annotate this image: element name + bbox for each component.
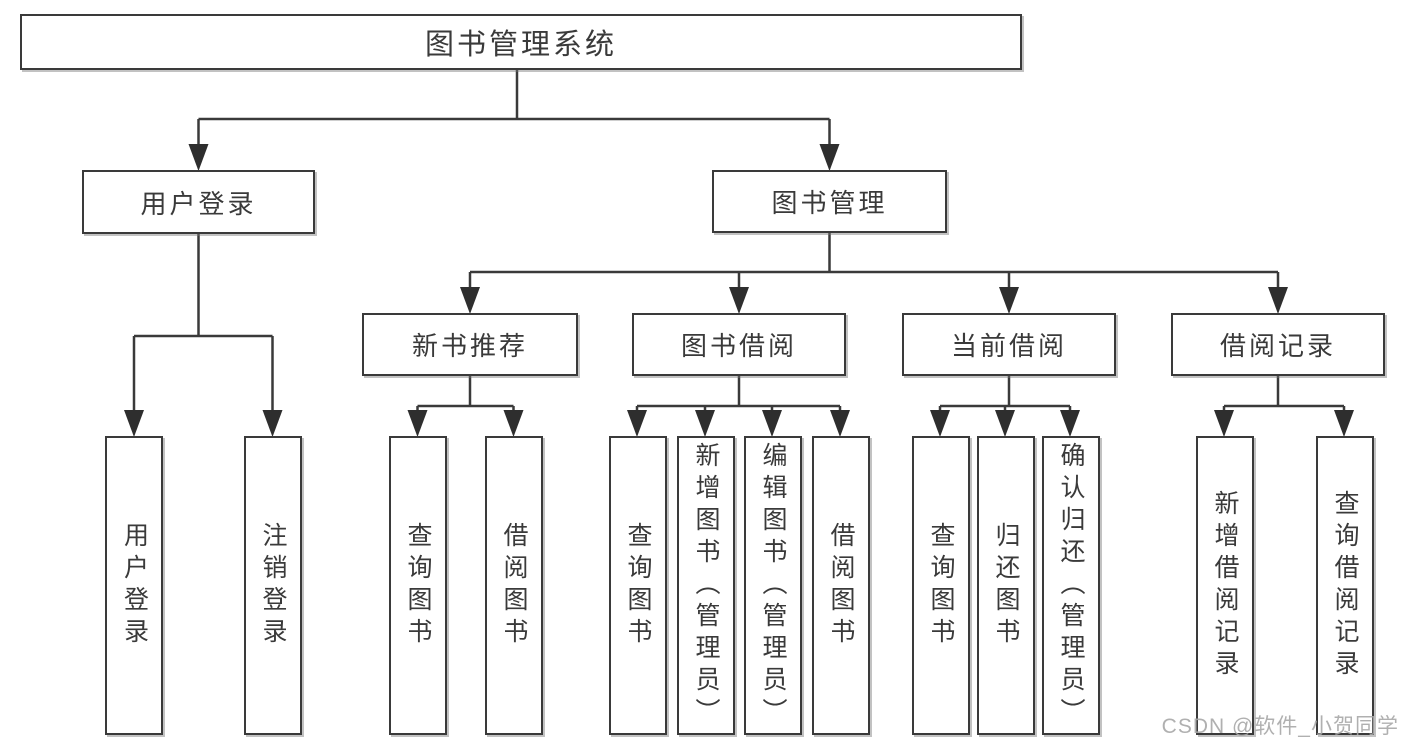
arrowhead-icon (819, 144, 840, 171)
node-new-book-rec: 新书推荐 (362, 313, 578, 376)
node-book-borrow: 图书借阅 (632, 313, 846, 376)
arrowhead-icon (1334, 410, 1354, 437)
arrowhead-icon (627, 410, 647, 437)
leaf-bb-add-book: 新增图书（管理员） (676, 436, 735, 735)
leaf-bb-edit-book-label: 编辑图书（管理员） (759, 441, 787, 730)
leaf-bb-borrow-book-label: 借阅图书 (827, 521, 855, 650)
leaf-logout-label: 注销登录 (259, 521, 287, 650)
arrowhead-icon (1268, 287, 1288, 314)
leaf-user-login-label: 用户登录 (120, 521, 149, 650)
node-new-book-rec-label: 新书推荐 (411, 331, 528, 361)
arrowhead-icon (460, 287, 480, 314)
leaf-cb-return-book-label: 归还图书 (992, 521, 1020, 650)
arrowhead-icon (503, 410, 524, 437)
leaf-br-add-record-label: 新增借阅记录 (1211, 489, 1239, 682)
leaf-rec-borrow-book: 借阅图书 (484, 436, 543, 735)
leaf-br-query-record: 查询借阅记录 (1315, 436, 1374, 735)
node-user-login: 用户登录 (82, 170, 315, 234)
leaf-br-add-record: 新增借阅记录 (1195, 436, 1254, 735)
node-root-label: 图书管理系统 (424, 29, 617, 61)
arrowhead-icon (188, 144, 209, 171)
node-borrow-records-label: 借阅记录 (1219, 331, 1336, 361)
leaf-br-query-record-label: 查询借阅记录 (1331, 489, 1359, 682)
node-book-mgmt: 图书管理 (712, 170, 947, 233)
leaf-cb-confirm-label: 确认归还（管理员） (1057, 441, 1085, 730)
arrowhead-icon (1060, 410, 1080, 437)
arrowhead-icon (407, 410, 428, 437)
leaf-bb-query-book-label: 查询图书 (624, 521, 652, 650)
arrowhead-icon (999, 287, 1019, 314)
leaf-rec-borrow-book-label: 借阅图书 (500, 521, 528, 650)
leaf-bb-borrow-book: 借阅图书 (811, 436, 870, 735)
arrowhead-icon (124, 410, 144, 437)
leaf-user-login: 用户登录 (105, 436, 163, 735)
leaf-cb-query-book-label: 查询图书 (927, 521, 955, 650)
leaf-rec-query-book-label: 查询图书 (404, 521, 432, 650)
leaf-bb-query-book: 查询图书 (608, 436, 667, 735)
node-current-borrow: 当前借阅 (902, 313, 1116, 376)
arrowhead-icon (729, 287, 749, 314)
tree-branch-lines (132, 70, 1346, 433)
leaf-bb-add-book-label: 新增图书（管理员） (692, 441, 720, 730)
arrowhead-icon (995, 410, 1015, 437)
arrowhead-icon (1214, 410, 1234, 437)
arrowhead-icon (262, 410, 283, 437)
watermark: CSDN @软件_小贺同学 (1161, 715, 1399, 738)
leaf-rec-query-book: 查询图书 (388, 436, 447, 735)
node-borrow-records: 借阅记录 (1171, 313, 1385, 376)
arrowhead-icon (930, 410, 950, 437)
leaf-logout: 注销登录 (243, 436, 302, 735)
leaf-cb-query-book: 查询图书 (911, 436, 970, 735)
node-current-borrow-label: 当前借阅 (950, 331, 1067, 361)
node-book-borrow-label: 图书借阅 (680, 331, 797, 361)
arrowhead-icon (762, 410, 782, 437)
leaf-cb-confirm: 确认归还（管理员） (1041, 436, 1100, 735)
leaf-bb-edit-book: 编辑图书（管理员） (743, 436, 802, 735)
arrowhead-icon (695, 410, 715, 437)
node-root: 图书管理系统 (20, 14, 1022, 70)
node-book-mgmt-label: 图书管理 (771, 188, 888, 218)
arrowhead-icon (830, 410, 850, 437)
leaf-cb-return-book: 归还图书 (976, 436, 1035, 735)
node-user-login-label: 用户登录 (140, 188, 257, 219)
